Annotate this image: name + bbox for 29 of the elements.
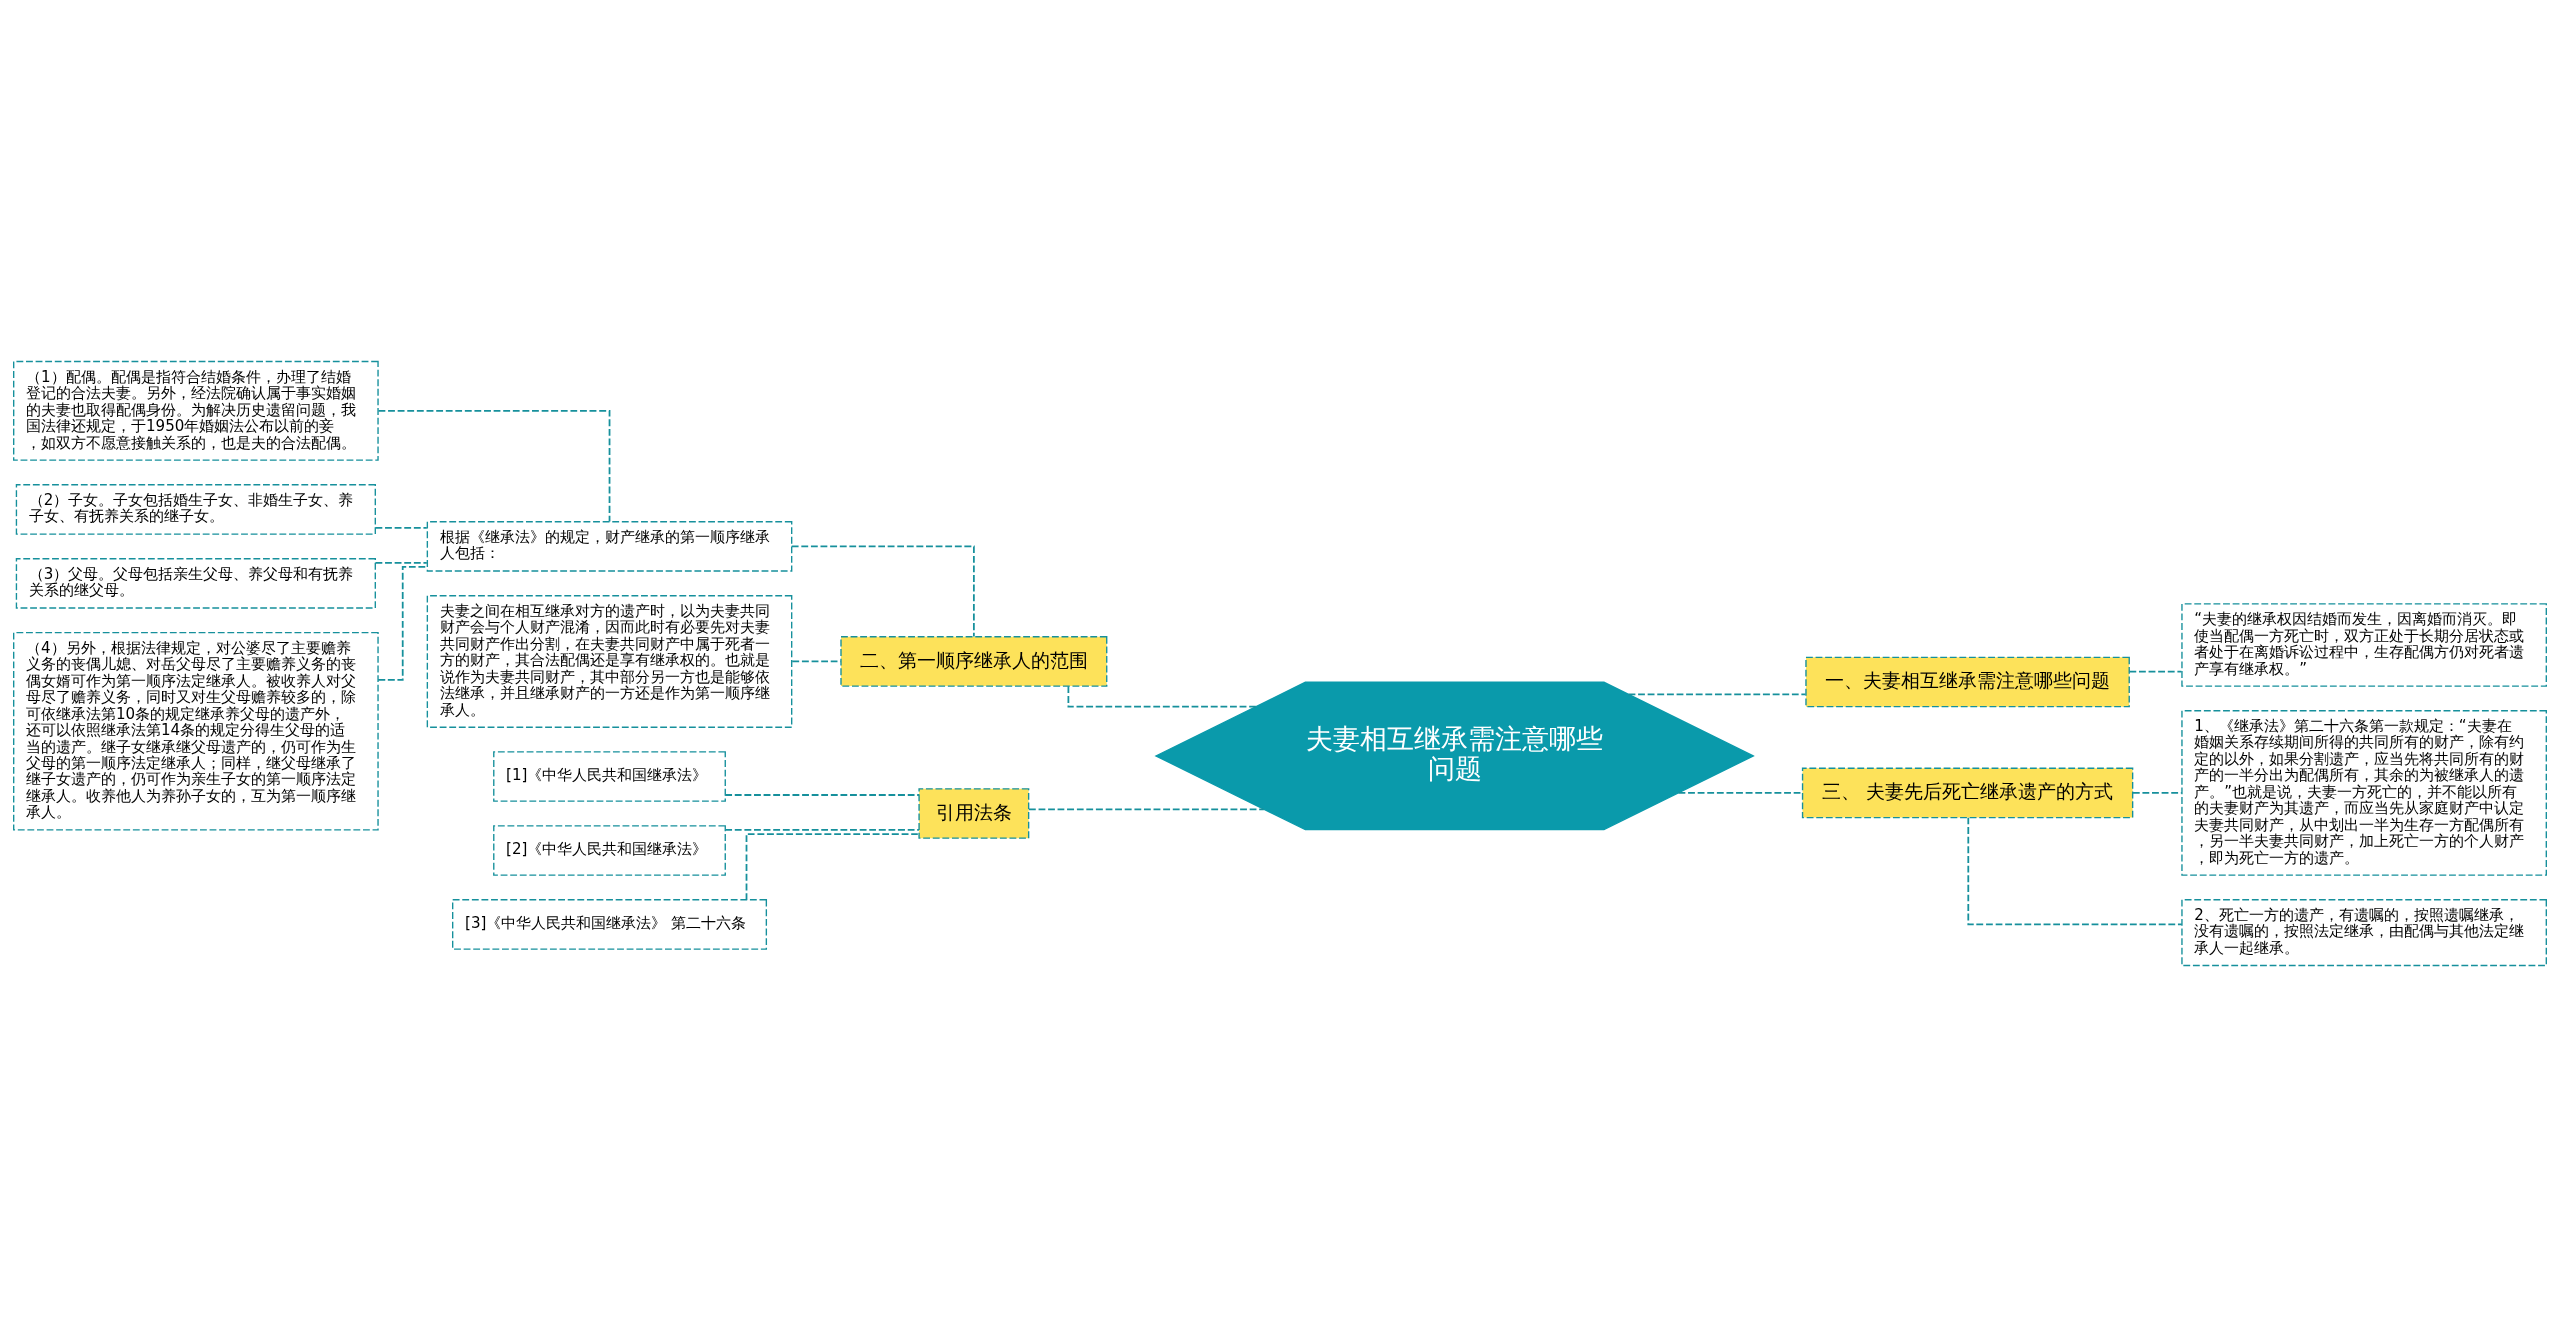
connector [377, 409, 611, 523]
connector [1028, 808, 1265, 811]
node-box: [1]《中华人民共和国继承法》 [493, 751, 726, 802]
connector [724, 829, 920, 831]
node-box: 夫妻之间在相互继承对方的遗产时，以为夫妻共同财产会与个人财产混淆，因而此时有必要先对夫妻共同财产作出分割，在夫妻共同财产中属于死者一方的财产，其合法配偶还是享有继承权的。也就是说作为夫妻共同财产，其中部分另一方也是能够依法继承，并且继承财产的一方还是作为第一顺序继承人。 [426, 595, 793, 728]
connector [1627, 693, 1807, 696]
connector [791, 660, 842, 663]
connector [2128, 670, 2183, 673]
node-box: 2、死亡一方的遗产，有遗嘱的，按照遗嘱继承，没有遗嘱的，按照法定继承，由配偶与其他法定继承人一起继承。 [2181, 899, 2547, 967]
connector [2132, 792, 2183, 794]
node-box: [3]《中华人民共和国继承法》 第二十六条 [452, 899, 768, 950]
connector [745, 833, 920, 901]
connector [724, 794, 920, 796]
connector [374, 561, 428, 564]
connector [790, 545, 975, 638]
node-box: 一、夫妻相互继承需注意哪些问题 [1805, 656, 2130, 708]
connector [1967, 816, 2183, 926]
connector [374, 527, 428, 529]
node-box: （2）子女。子女包括婚生子女、非婚生子女、养子女、有抚养关系的继子女。 [15, 484, 376, 535]
node-box: （1）配偶。配偶是指符合结婚条件，办理了结婚登记的合法夫妻。另外，经法院确认属于事实婚姻的夫妻也取得配偶身份。为解决历史遗留问题，我国法律还规定，于1950年婚姻法公布以前的妾，如双方不愿意接触关系的，也是夫的合法配偶。 [13, 360, 379, 461]
node-box: （3）父母。父母包括亲生父母、养父母和有抚养关系的继父母。 [15, 558, 376, 609]
node-box: 根据《继承法》的规定，财产继承的第一顺序继承人包括： [426, 521, 793, 572]
node-box: [2]《中华人民共和国继承法》 [493, 825, 726, 876]
node-box: “夫妻的继承权因结婚而发生，因离婚而消灭。即使当配偶一方死亡时，双方正处于长期分居状态或者处于在离婚诉讼过程中，生存配偶方仍对死者遗产享有继承权。” [2181, 603, 2547, 687]
node-box: 1、《继承法》第二十六条第一款规定：“夫妻在婚姻关系存续期间所得的共同所有的财产，除有约定的以外，如果分割遗产，应当先将共同所有的财产的一半分出为配偶所有，其余的为被继承人的遗产。”也就是说，夫妻一方死亡的，并不能以所有的夫妻财产为其遗产，而应当先从家庭财产中认定夫妻共同财产，从中划出一半为生存一方配偶所有，另一半夫妻共同财产，加上死亡一方的个人财产，即为死亡一方的遗产。 [2181, 710, 2547, 876]
node-box: 引用法条 [918, 788, 1030, 839]
node-box: （4）另外，根据法律规定，对公婆尽了主要赡养义务的丧偶儿媳、对岳父母尽了主要赡养义务的丧偶女婿可作为第一顺序法定继承人。被收养人对父母尽了赡养义务，同时又对生父母赡养较多的，除可依继承法第10条的规定继承养父母的遗产外，还可以依照继承法第14条的规定分得生父母的适当的遗产。继子女继承继父母遗产的，仍可作为生父母的第一顺序法定继承人；同样，继父母继承了继子女遗产的，仍可作为亲生子女的第一顺序法定继承人。收养他人为养孙子女的，互为第一顺序继承人。 [13, 632, 379, 831]
node-box: 三、 夫妻先后死亡继承遗产的方式 [1801, 767, 2134, 819]
node-box: 二、第一顺序继承人的范围 [840, 636, 1108, 687]
